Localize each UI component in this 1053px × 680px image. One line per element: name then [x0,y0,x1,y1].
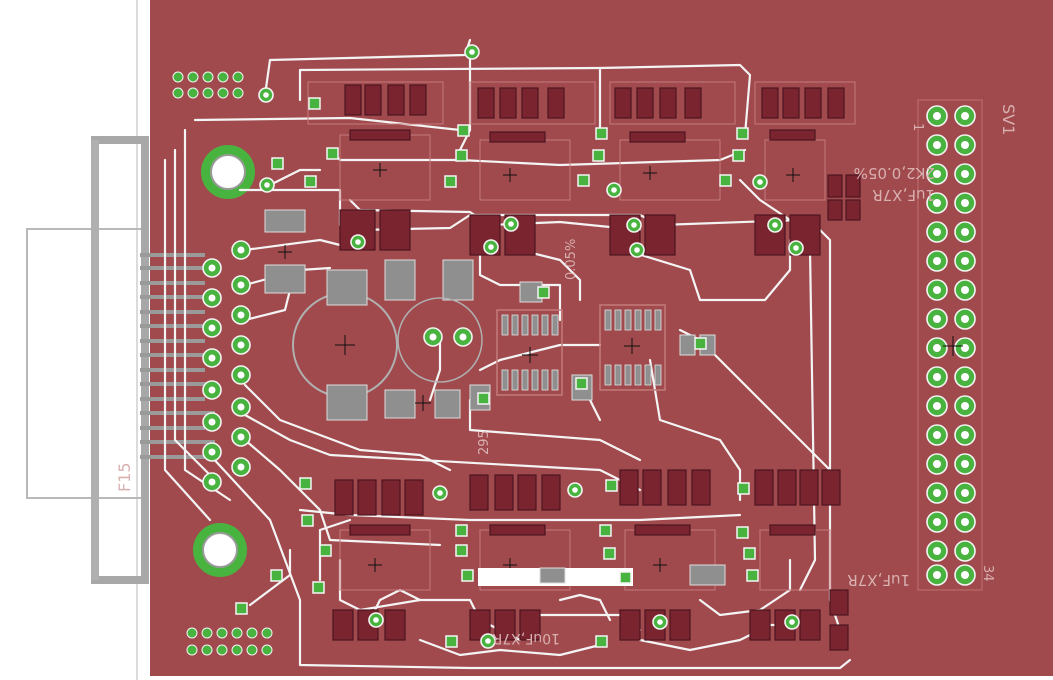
connector-pins [202,240,251,492]
cap-value-label-small: 10uF,X7R [492,630,560,646]
cap-value-label-bottom: 1uF,X7R [847,571,910,589]
cap-value-label: 1uF,X7R [872,186,935,204]
mounting-hole-top [201,145,255,199]
square-pads [235,97,759,648]
silk-labels: 2K2,0.05% 1uF,X7R 1uF,X7R 10uF,X7R 0.05%… [477,164,935,646]
res-tolerance-label: 0.05% [564,239,579,280]
header-pin34-label: 34 [980,565,995,582]
board-fill [150,0,1053,676]
top-components [307,81,861,221]
resistor-value-label: 2K2,0.05% [854,164,935,182]
header-sv1: SV1 1 34 [910,99,1018,591]
header-pin1-label: 1 [910,123,925,131]
res-295-label: 295 [477,430,492,455]
header-pins [926,105,976,586]
mounting-hole-bottom [193,523,247,577]
connector-f15: F15 [26,136,215,584]
pad-array-top [172,71,244,99]
header-label: SV1 [999,104,1018,135]
connector-label: F15 [115,462,134,492]
vias [258,44,804,649]
pad-array-bottom [186,627,273,656]
